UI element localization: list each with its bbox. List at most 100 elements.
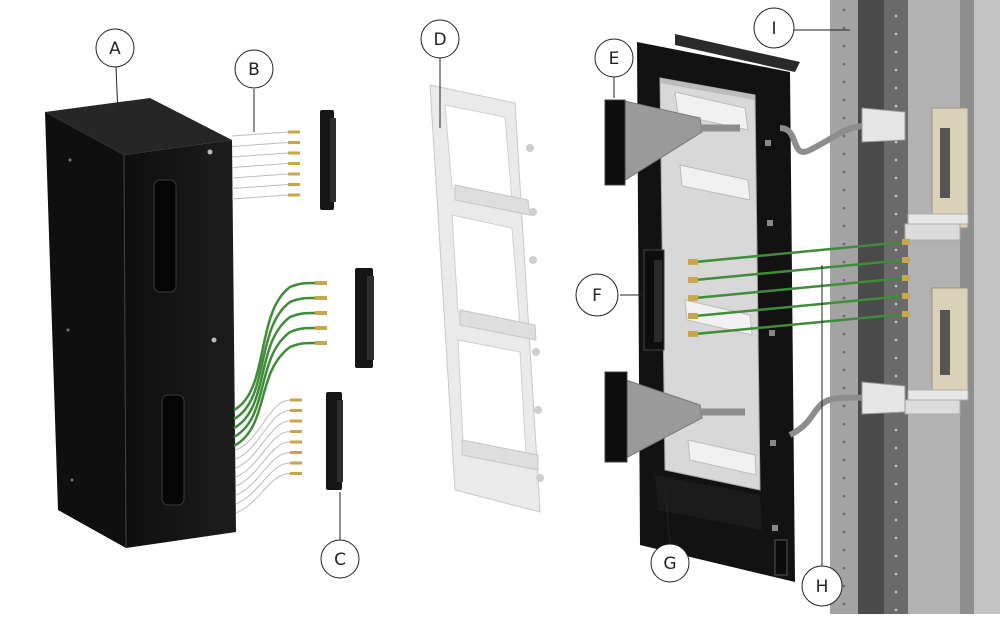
rack-rail-channel bbox=[858, 0, 884, 614]
coax-cable bbox=[233, 296, 316, 421]
rack-hole bbox=[894, 518, 898, 522]
callout-h-label: H bbox=[816, 577, 829, 597]
callout-e: E bbox=[594, 38, 634, 78]
pin-contact bbox=[290, 409, 302, 412]
callout-a: A bbox=[95, 28, 135, 68]
rack-hole bbox=[842, 512, 846, 516]
rack-assembly bbox=[830, 0, 1000, 614]
pin-wire bbox=[235, 462, 291, 505]
coax-tip bbox=[315, 281, 327, 285]
coax-cable bbox=[694, 240, 906, 264]
cable-connector-lower bbox=[604, 371, 745, 463]
rack-hole bbox=[842, 584, 846, 588]
leader-lines bbox=[115, 29, 850, 566]
callout-b-label: B bbox=[248, 60, 260, 80]
pin-wire bbox=[231, 194, 289, 200]
callout-g-label: G bbox=[663, 554, 676, 574]
rack-hole bbox=[894, 230, 898, 234]
pin-contact bbox=[288, 141, 300, 144]
callout-d-label: D bbox=[433, 30, 446, 50]
rack-hole bbox=[842, 458, 846, 462]
rack-hole bbox=[894, 302, 898, 306]
rack-hole bbox=[842, 332, 846, 336]
rack-hole bbox=[842, 242, 846, 246]
rack-hole bbox=[842, 206, 846, 210]
rack-hole bbox=[842, 98, 846, 102]
pin-contact bbox=[290, 430, 302, 433]
chassis-top bbox=[45, 98, 232, 155]
rack-hole bbox=[842, 476, 846, 480]
coax-cables-right bbox=[688, 239, 910, 337]
rack-hole bbox=[894, 572, 898, 576]
coax-cable bbox=[694, 276, 906, 300]
coax-cable bbox=[694, 294, 906, 318]
pin-wire bbox=[235, 431, 291, 478]
rack-hole bbox=[842, 152, 846, 156]
rack-hole bbox=[894, 338, 898, 342]
rack-hole bbox=[842, 260, 846, 264]
rack-hole bbox=[842, 134, 846, 138]
rack-hole bbox=[894, 428, 898, 432]
pin-wire bbox=[235, 410, 291, 460]
rack-hole bbox=[894, 194, 898, 198]
coax-tip bbox=[315, 341, 327, 345]
rack-hole bbox=[894, 32, 898, 36]
pin-contact bbox=[288, 151, 300, 155]
rack-hole bbox=[894, 536, 898, 540]
rack-hole bbox=[894, 446, 898, 450]
callout-d: D bbox=[420, 19, 460, 59]
coax-cable bbox=[233, 311, 316, 430]
mounting-frame-dark bbox=[637, 34, 800, 582]
rack-hole bbox=[842, 44, 846, 48]
cable-connector-upper bbox=[604, 99, 740, 186]
connector-middle bbox=[355, 268, 374, 368]
rack-hole bbox=[842, 224, 846, 228]
rack-hole bbox=[842, 296, 846, 300]
rack-hole bbox=[894, 266, 898, 270]
pin-wire bbox=[235, 420, 291, 469]
callout-f: F bbox=[575, 273, 619, 317]
coax-cable bbox=[233, 341, 316, 448]
rack-hole bbox=[842, 8, 846, 12]
pin-wire bbox=[231, 131, 289, 137]
pin-contacts-upper bbox=[231, 130, 300, 200]
callout-b: B bbox=[234, 49, 274, 89]
coax-tip bbox=[688, 277, 698, 283]
pin-contact bbox=[288, 183, 300, 186]
rack-hole bbox=[842, 350, 846, 354]
rack-hole bbox=[842, 566, 846, 570]
rack-hole bbox=[894, 50, 898, 54]
pin-wire bbox=[231, 152, 289, 158]
rack-hole bbox=[842, 188, 846, 192]
rack-hole bbox=[842, 278, 846, 282]
chassis-handle-top bbox=[153, 179, 177, 293]
coax-tip bbox=[902, 239, 910, 245]
pin-contact bbox=[290, 451, 302, 454]
coax-tip bbox=[315, 296, 327, 300]
rack-hole bbox=[894, 284, 898, 288]
rack-hole bbox=[894, 374, 898, 378]
coax-cable bbox=[233, 281, 316, 412]
coax-tip bbox=[688, 259, 698, 265]
pin-contact bbox=[288, 172, 300, 176]
coax-tip bbox=[688, 313, 698, 319]
pin-wire bbox=[231, 142, 289, 147]
rack-hole bbox=[894, 608, 898, 612]
chassis-front-face bbox=[124, 140, 236, 548]
rack-hole bbox=[842, 440, 846, 444]
rack-hole bbox=[894, 86, 898, 90]
rack-hole bbox=[894, 68, 898, 72]
gray-cables bbox=[779, 107, 906, 438]
pin-contact bbox=[290, 440, 302, 444]
pin-contacts-lower bbox=[235, 398, 302, 514]
rack-hole bbox=[842, 548, 846, 552]
rack-hole bbox=[894, 482, 898, 486]
coax-tip bbox=[902, 293, 910, 299]
rack-hole bbox=[894, 212, 898, 216]
rack-hole bbox=[842, 602, 846, 606]
pin-wire bbox=[231, 173, 289, 179]
rack-hole bbox=[894, 464, 898, 468]
rack-hole bbox=[842, 422, 846, 426]
rack-hole bbox=[842, 368, 846, 372]
